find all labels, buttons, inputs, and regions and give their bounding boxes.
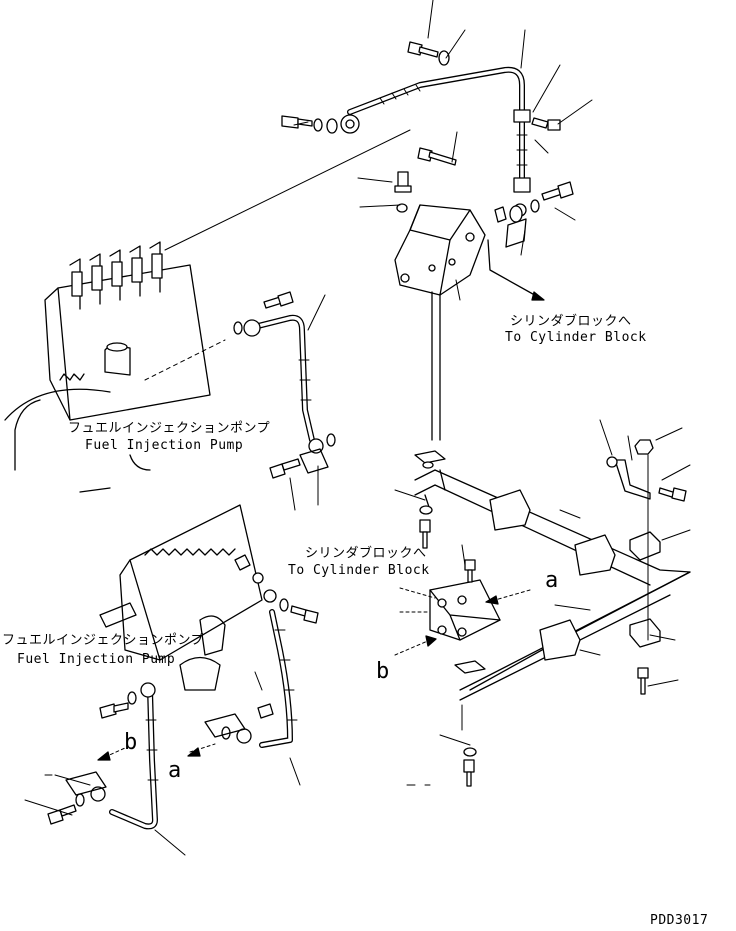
top-bolt-1 xyxy=(407,41,450,66)
short-fuel-pipe xyxy=(233,291,336,479)
label-fuel-pump-top-en: Fuel Injection Pump xyxy=(85,438,243,453)
junction-block xyxy=(394,204,486,441)
drawing-number: PDD3017 xyxy=(650,913,708,928)
fuel-injection-pump-bottom xyxy=(99,504,264,691)
junction-banjo xyxy=(494,181,574,248)
label-fuel-pump-top-jp: フュエルインジェクションポンプ xyxy=(68,421,270,436)
leader-pump-to-top-pipe xyxy=(164,129,411,251)
label-cylinder-block-top-jp: シリンダブロックへ xyxy=(510,313,632,329)
top-fuel-pipe xyxy=(347,66,531,217)
top-clamp-bolt xyxy=(531,117,561,131)
label-cylinder-block-mid-en: To Cylinder Block xyxy=(288,563,430,578)
view-label-b-right: b xyxy=(376,659,389,684)
valve-fitting xyxy=(394,171,412,213)
mid-bolt xyxy=(417,147,457,166)
view-label-b-left: b xyxy=(124,730,137,755)
label-fuel-pump-bottom-jp: フュエルインジェクションポンプ xyxy=(2,633,204,648)
to-cylinder-block-arrow xyxy=(487,239,541,299)
view-label-a-right: a xyxy=(545,568,558,593)
label-cylinder-block-mid-jp: シリンダブロックへ xyxy=(305,545,427,561)
view-arrows-left xyxy=(97,743,216,761)
bracket-bolts xyxy=(419,505,649,787)
pipe-right-bottom xyxy=(204,589,319,748)
leader-lines xyxy=(24,0,691,856)
top-banjo-fitting xyxy=(281,114,360,134)
pipe-left-bottom xyxy=(47,682,159,830)
label-cylinder-block-top-en: To Cylinder Block xyxy=(505,330,647,345)
rail-bracket-assembly xyxy=(414,439,691,701)
view-bracket xyxy=(429,579,501,641)
view-arrows-right xyxy=(394,587,531,656)
fuel-injection-pump-top xyxy=(4,241,226,493)
view-label-a-left: a xyxy=(168,758,181,783)
to-cylinder-block-arrowhead xyxy=(531,291,545,301)
label-fuel-pump-bottom-en: Fuel Injection Pump xyxy=(17,652,175,667)
